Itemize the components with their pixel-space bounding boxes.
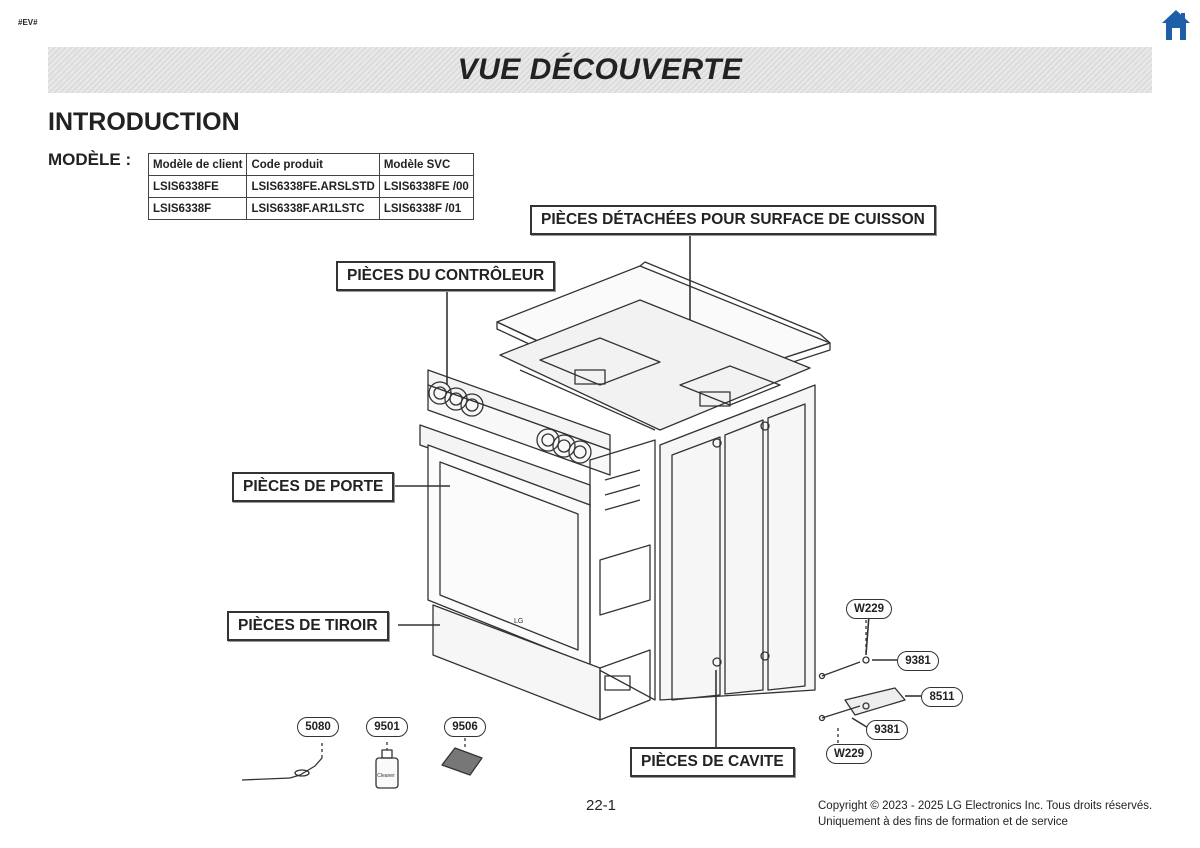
table-cell: LSIS6338F /01: [378, 197, 474, 220]
callout-cooktop-parts[interactable]: PIÈCES DÉTACHÉES POUR SURFACE DE CUISSON: [530, 205, 936, 235]
part-number-9381-bottom[interactable]: 9381: [866, 720, 908, 740]
oven-cavity: [589, 439, 656, 701]
part-number-8511[interactable]: 8511: [921, 687, 963, 707]
column-header: Modèle de client: [147, 153, 248, 176]
callout-cavity-parts[interactable]: PIÈCES DE CAVITE: [630, 747, 795, 777]
part-number-5080[interactable]: 5080: [297, 717, 339, 737]
oven-door: [419, 424, 591, 666]
copyright-line-2: Uniquement à des fins de formation et de…: [818, 816, 1068, 828]
page-title: VUE DÉCOUVERTE: [457, 53, 743, 86]
control-panel: [427, 369, 611, 610]
part-number-9501[interactable]: 9501: [366, 717, 408, 737]
column-header: Modèle SVC: [378, 153, 474, 176]
callout-controller-parts[interactable]: PIÈCES DU CONTRÔLEUR: [336, 261, 556, 291]
leader-lines: [393, 233, 921, 748]
model-label: MODÈLE :: [48, 150, 132, 169]
copyright-line-1: Copyright © 2023 - 2025 LG Electronics I…: [818, 800, 1153, 812]
part-number-w229-bottom[interactable]: W229: [826, 744, 872, 764]
callout-door-parts[interactable]: PIÈCES DE PORTE: [232, 472, 395, 502]
table-row: LSIS6338FE LSIS6338FE.ARSLSTD LSIS6338FE…: [147, 175, 474, 198]
cleaner-bottle: [375, 742, 399, 789]
table-cell: LSIS6338FE: [147, 175, 248, 198]
table-cell: LSIS6338F: [147, 197, 248, 220]
part-number-9506[interactable]: 9506: [444, 717, 486, 737]
table-cell: LSIS6338FE /00: [378, 175, 474, 198]
part-number-9381-top[interactable]: 9381: [897, 651, 939, 671]
cleaner-label: Cleaner: [377, 773, 395, 779]
page-marker: #EV#: [18, 18, 38, 27]
brand-logo: LG: [514, 618, 523, 625]
callout-drawer-parts[interactable]: PIÈCES DE TIROIR: [227, 611, 389, 641]
page-number: 22-1: [586, 797, 617, 814]
storage-drawer: [432, 604, 651, 721]
home-button[interactable]: [1160, 8, 1192, 42]
column-header: Code produit: [246, 153, 380, 176]
scrubbing-pad: [441, 738, 483, 776]
model-table: Modèle de client Code produit Modèle SVC…: [147, 153, 474, 220]
side-panel: [659, 384, 816, 701]
title-bar: VUE DÉCOUVERTE: [48, 47, 1152, 93]
burner-frame: [499, 299, 811, 431]
table-header-row: Modèle de client Code produit Modèle SVC: [147, 153, 474, 176]
copyright-notice: Copyright © 2023 - 2025 LG Electronics I…: [818, 798, 1152, 830]
section-heading: INTRODUCTION: [48, 108, 240, 136]
table-row: LSIS6338F LSIS6338F.AR1LSTC LSIS6338F /0…: [147, 197, 474, 220]
table-cell: LSIS6338F.AR1LSTC: [246, 197, 380, 220]
part-number-w229-top[interactable]: W229: [846, 599, 892, 619]
home-icon: [1162, 10, 1190, 40]
temperature-probe: [241, 742, 323, 781]
table-cell: LSIS6338FE.ARSLSTD: [246, 175, 380, 198]
